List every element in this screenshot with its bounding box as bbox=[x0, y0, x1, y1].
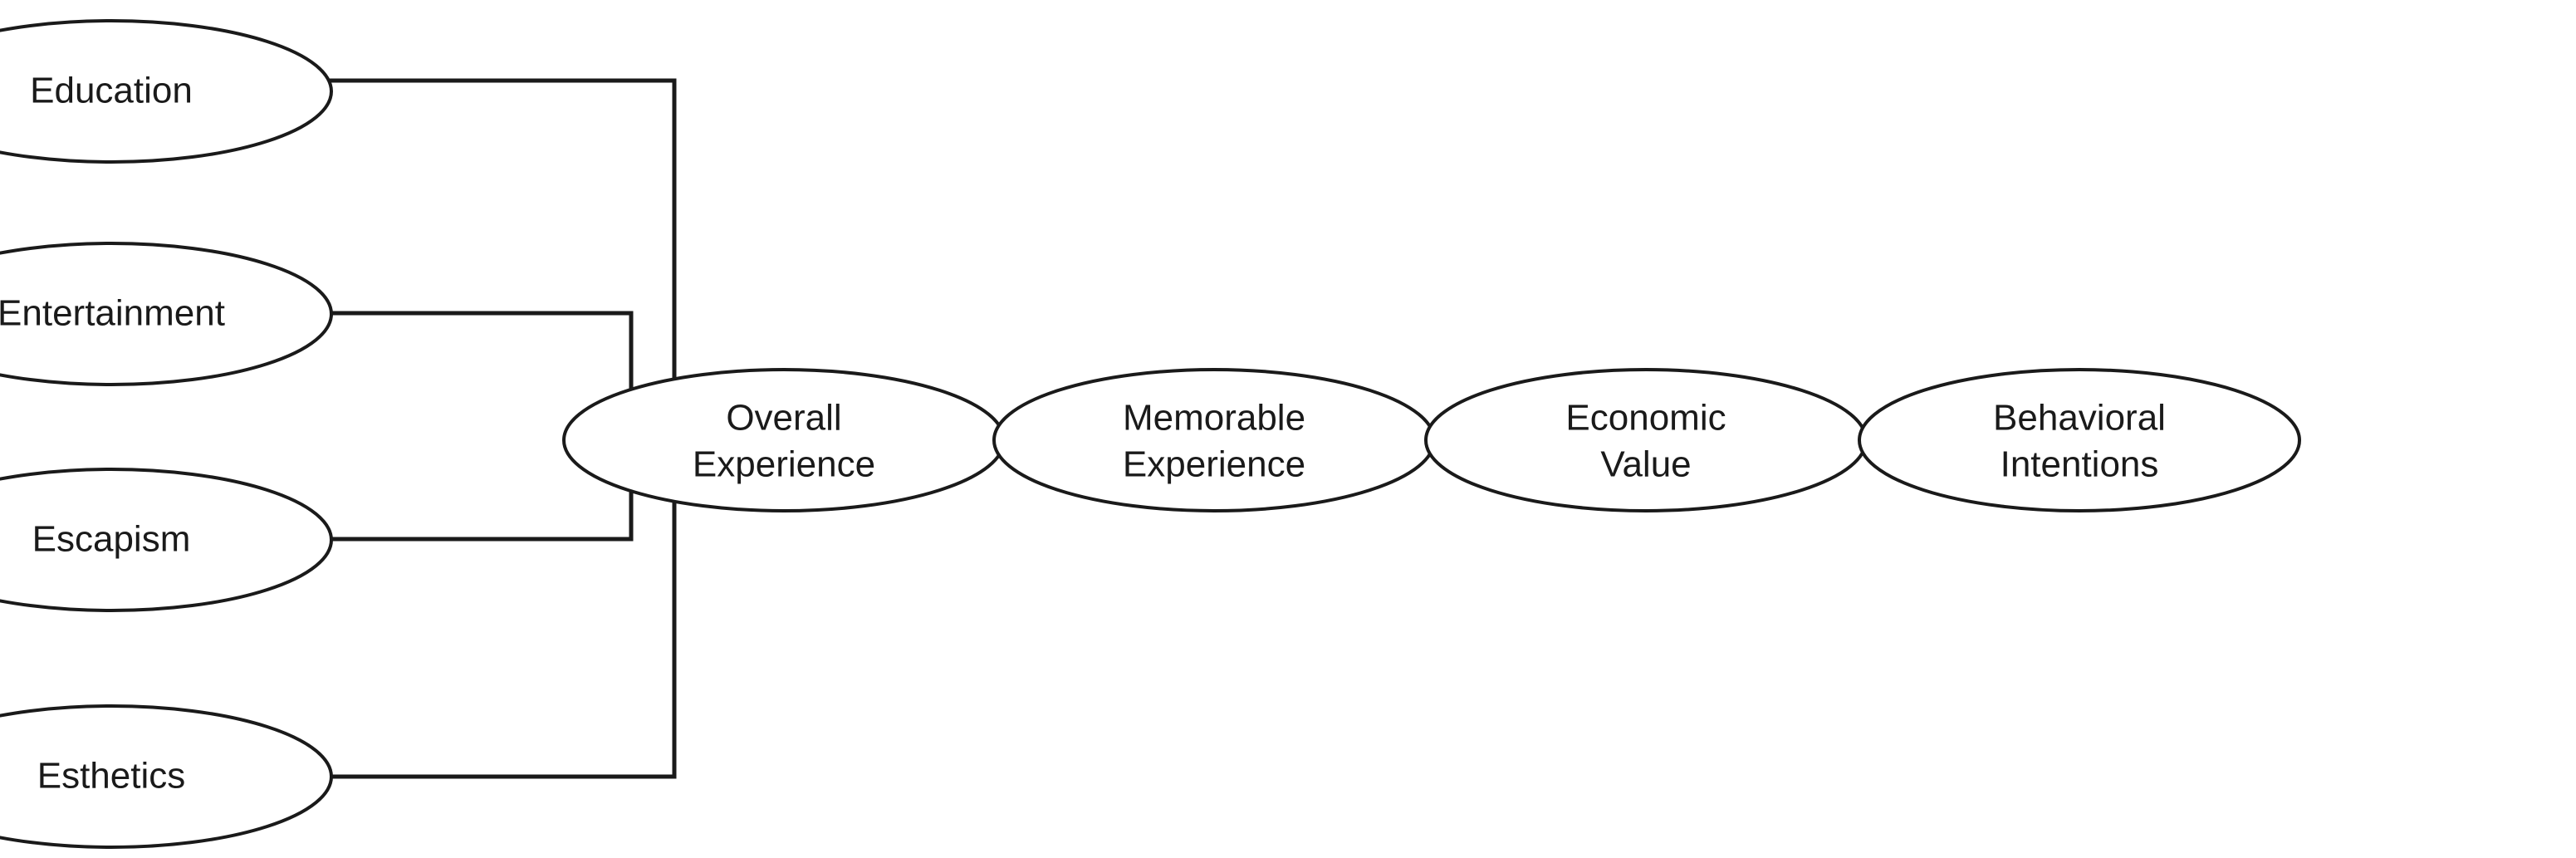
node-memorable-experience-label-line1: Memorable bbox=[1123, 398, 1305, 439]
node-education-shape bbox=[0, 19, 333, 164]
node-escapism-label: Escapism bbox=[32, 519, 191, 560]
node-esthetics-label: Esthetics bbox=[37, 756, 186, 797]
node-economic-value-label-line2: Value bbox=[1600, 444, 1691, 485]
node-behavioral-intentions[interactable]: Behavioral Intentions bbox=[1858, 368, 2301, 512]
node-entertainment-shape bbox=[0, 242, 333, 386]
node-behavioral-intentions-label-line2: Intentions bbox=[2001, 444, 2159, 485]
node-escapism-shape bbox=[0, 468, 333, 612]
node-overall-experience-label-line2: Experience bbox=[693, 444, 875, 485]
node-economic-value-shape bbox=[1424, 368, 1868, 512]
edge-overall-to-entertainment-line bbox=[241, 311, 634, 407]
node-overall-experience-label-line1: Overall bbox=[726, 398, 841, 439]
node-education[interactable]: Education bbox=[0, 19, 333, 164]
node-entertainment-label: Entertainment bbox=[0, 293, 225, 334]
node-layer: Education Entertainment Escapism Estheti… bbox=[0, 19, 2301, 849]
node-economic-value[interactable]: Economic Value bbox=[1424, 368, 1868, 512]
edge-overall-to-esthetics-line bbox=[241, 440, 677, 779]
edge-overall-to-education-line bbox=[241, 78, 677, 440]
node-esthetics-shape bbox=[0, 704, 333, 849]
node-esthetics[interactable]: Esthetics bbox=[0, 704, 333, 849]
node-behavioral-intentions-label-line1: Behavioral bbox=[1993, 398, 2166, 439]
node-memorable-experience[interactable]: Memorable Experience bbox=[992, 368, 1436, 512]
edge-overall-to-escapism-line bbox=[241, 473, 634, 542]
node-memorable-experience-label-line2: Experience bbox=[1123, 444, 1305, 485]
node-economic-value-label-line1: Economic bbox=[1565, 398, 1726, 439]
node-education-label: Education bbox=[30, 71, 193, 111]
node-memorable-experience-shape bbox=[992, 368, 1436, 512]
node-entertainment[interactable]: Entertainment bbox=[0, 242, 333, 386]
node-overall-experience-shape bbox=[562, 368, 1006, 512]
node-escapism[interactable]: Escapism bbox=[0, 468, 333, 612]
node-overall-experience[interactable]: Overall Experience bbox=[562, 368, 1006, 512]
node-behavioral-intentions-shape bbox=[1858, 368, 2301, 512]
